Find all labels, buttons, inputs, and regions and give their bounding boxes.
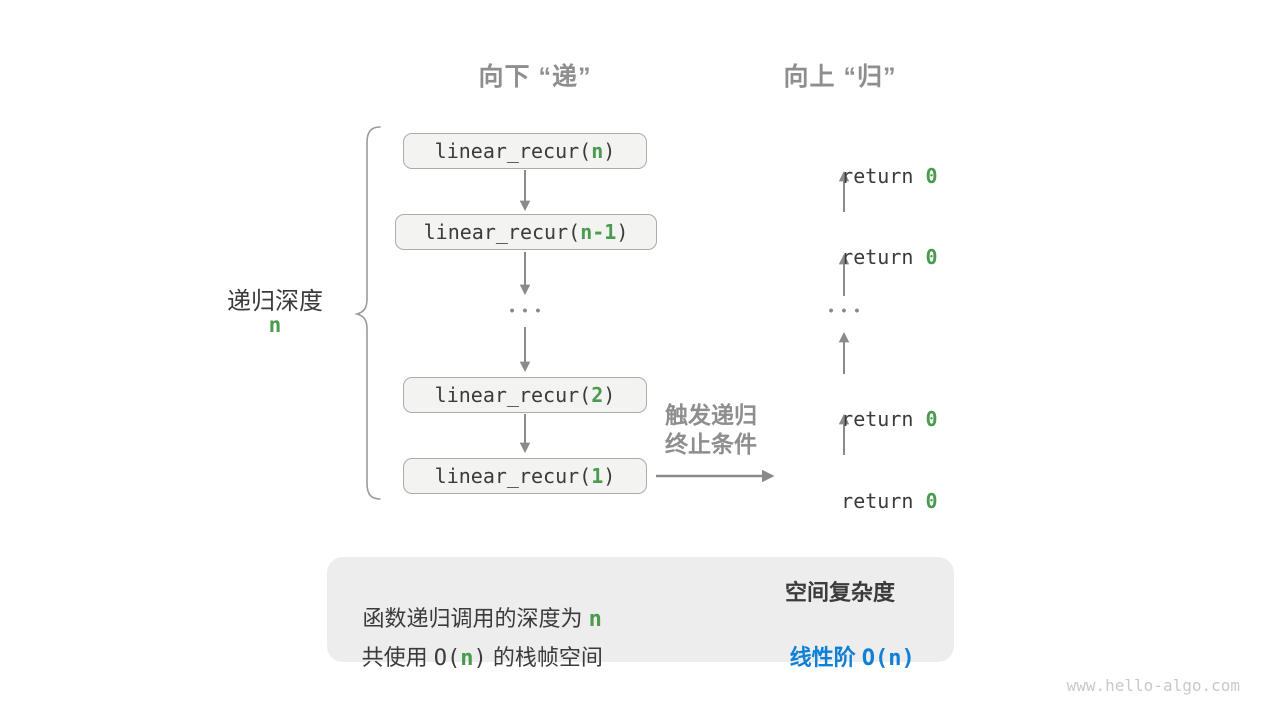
summary-space-pre: 共使用 — [361, 645, 434, 670]
return-keyword: return — [841, 407, 926, 431]
return-value: 0 — [925, 407, 938, 431]
call-box-1-close: ) — [603, 464, 616, 488]
summary-bigO-open: O( — [433, 646, 461, 671]
return-value: 0 — [925, 164, 938, 188]
summary-result-title: 空间复杂度 — [784, 580, 895, 605]
call-box-2: linear_recur(2) — [403, 377, 647, 413]
summary-bigO-arg: n — [460, 646, 474, 671]
call-box-n: linear_recur(n) — [403, 133, 647, 169]
call-box-2-arg: 2 — [591, 383, 604, 407]
return-statement-2: return 0 — [793, 218, 937, 269]
return-value: 0 — [925, 489, 938, 513]
call-box-1: linear_recur(1) — [403, 458, 647, 494]
summary-space-post: 的栈帧空间 — [486, 645, 603, 670]
return-statement-1: return 0 — [793, 137, 937, 188]
depth-label: 递归深度 — [227, 288, 323, 315]
header-recurse-down: 向下 “递” — [478, 63, 592, 91]
return-keyword: return — [841, 489, 926, 513]
call-box-1-text: linear_recur( — [434, 464, 592, 488]
summary-result: 线性阶 O(n) — [710, 614, 970, 698]
summary-depth-text: 函数递归调用的深度为 — [362, 606, 589, 631]
call-box-n-close: ) — [603, 139, 616, 163]
return-value: 0 — [925, 245, 938, 269]
return-keyword: return — [841, 245, 926, 269]
summary-result-bigO: O(n) — [861, 646, 915, 671]
depth-brace — [354, 126, 381, 500]
call-box-n-text: linear_recur( — [434, 139, 592, 163]
returns-ellipsis: ••• — [828, 302, 868, 318]
call-box-2-text: linear_recur( — [434, 383, 592, 407]
base-case-label-line2: 终止条件 — [665, 431, 757, 457]
depth-value-n: n — [268, 313, 282, 337]
call-box-n-arg: n — [591, 139, 604, 163]
summary-result-order: 线性阶 — [789, 645, 862, 670]
call-box-n-1: linear_recur(n-1) — [395, 214, 657, 250]
call-stack-ellipsis: ••• — [509, 302, 549, 318]
return-statement-3: return 0 — [793, 380, 937, 431]
base-case-label-line1: 触发递归 — [665, 402, 757, 428]
call-box-2-close: ) — [603, 383, 616, 407]
summary-space-line: 共使用 O(n) 的栈帧空间 — [320, 614, 620, 698]
depth-value: n — [200, 313, 350, 337]
summary-depth-line: 函数递归调用的深度为 n — [320, 575, 620, 659]
summary-depth-value: n — [588, 607, 602, 632]
call-box-n-1-arg: n-1 — [580, 220, 617, 244]
summary-bigO-close: ) — [473, 646, 487, 671]
return-keyword: return — [841, 164, 926, 188]
base-case-label: 触发递归 终止条件 — [640, 401, 782, 459]
summary-box — [327, 557, 954, 662]
header-return-up: 向上 “归” — [783, 63, 897, 91]
call-box-1-arg: 1 — [591, 464, 604, 488]
call-box-n-1-text: linear_recur( — [423, 220, 581, 244]
return-statement-4: return 0 — [793, 462, 937, 513]
watermark: www.hello-algo.com — [1066, 676, 1240, 695]
call-box-n-1-close: ) — [616, 220, 629, 244]
